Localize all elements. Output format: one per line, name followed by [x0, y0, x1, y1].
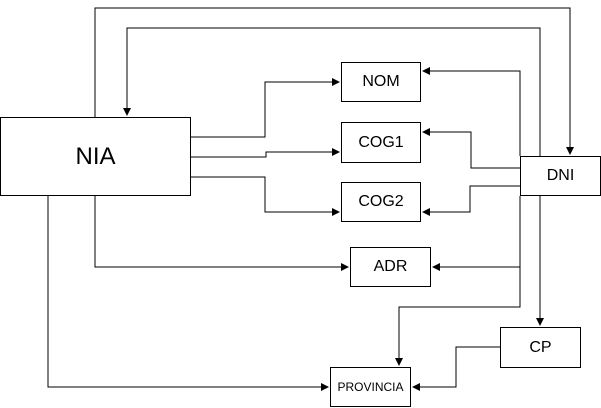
edge-nia-cog1 — [191, 148, 340, 158]
node-cp-label: CP — [529, 338, 552, 356]
node-cog2-label: COG2 — [358, 193, 404, 210]
edge-nia-nom — [191, 78, 340, 138]
edge-dni-cog1 — [422, 128, 520, 169]
node-dni[interactable]: DNI — [520, 156, 601, 196]
edge-dni-adr — [432, 196, 521, 271]
edge-nia-cog2 — [191, 176, 340, 216]
edge-dni-nia — [123, 27, 541, 156]
node-cog1[interactable]: COG1 — [341, 122, 421, 163]
node-dni-label: DNI — [546, 167, 575, 184]
edge-cp-provincia — [412, 346, 500, 391]
edge-dni-provincia — [395, 267, 521, 366]
node-provincia[interactable]: PROVINCIA — [330, 367, 411, 407]
node-nom[interactable]: NOM — [341, 62, 421, 102]
node-nia-label: NIA — [75, 142, 116, 170]
edge-nia-adr — [94, 196, 349, 271]
edge-dni-cog2 — [422, 185, 520, 216]
node-adr-label: ADR — [373, 258, 408, 275]
edge-nia-provincia — [47, 196, 329, 391]
node-cp[interactable]: CP — [500, 327, 581, 368]
edge-nia-dni — [94, 7, 574, 155]
node-cog1-label: COG1 — [358, 133, 404, 151]
node-cog2[interactable]: COG2 — [341, 182, 421, 222]
node-provincia-label: PROVINCIA — [337, 380, 404, 394]
node-nom-label: NOM — [362, 73, 400, 90]
edge-dni-nom — [422, 67, 521, 156]
node-adr[interactable]: ADR — [350, 247, 431, 287]
node-nia[interactable]: NIA — [0, 117, 191, 196]
